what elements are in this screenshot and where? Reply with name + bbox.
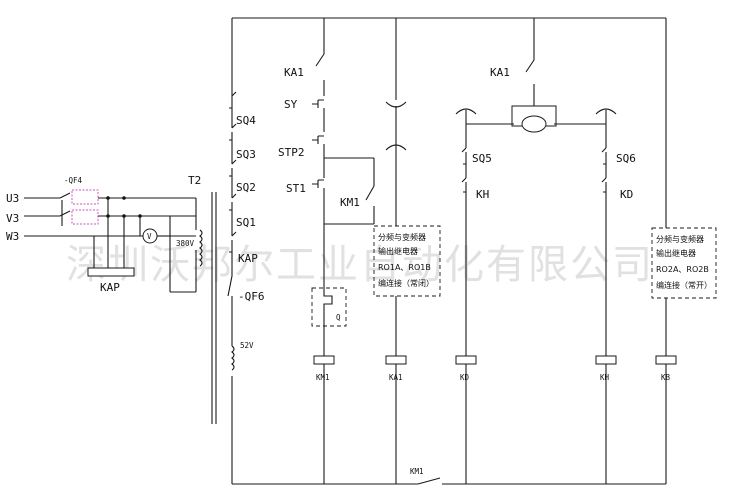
breaker-label: -QF4 — [64, 176, 83, 185]
transformer-t2: T2 52V — [188, 174, 254, 424]
branch-ka1: 分频与变频器 输出继电器 RO1A、RO1B 编连接（常闭） KA1 — [373, 18, 441, 484]
ka1-contact-left-label: KA1 — [284, 66, 304, 79]
kd-coil-label: KD — [460, 373, 470, 382]
sq6-label: SQ6 — [616, 152, 636, 165]
bottom-km1-label: KM1 — [410, 467, 424, 476]
phase-label-w3: W3 — [6, 230, 19, 243]
transformer-label: T2 — [188, 174, 201, 187]
supply-section: U3 V3 W3 -QF4 KAP V — [6, 176, 197, 294]
km1-coil-label: KM1 — [316, 373, 330, 382]
breaker-qf4 — [59, 189, 196, 226]
branch-km1: KA1 SY STP2 KM1 ST1 Q KM1 — [278, 18, 375, 484]
phase-label-v3: V3 — [6, 212, 19, 225]
watermark: 深圳沃邦尔工业自动化有限公司 — [66, 242, 654, 288]
kb-coil — [655, 355, 677, 365]
bottom-km1-contact: KM1 — [410, 467, 442, 488]
overload-label: Q — [336, 313, 341, 322]
qf6-label: -QF6 — [238, 290, 265, 303]
voltmeter-label: V — [147, 232, 152, 241]
km1-coil — [313, 355, 335, 365]
vfd-note-2-line1: 分频与变频器 — [656, 234, 704, 244]
st-button-label: ST1 — [286, 182, 306, 195]
branch-kb: 分频与变频器 输出继电器 RO2A、RO2B 编连接（常开） KB — [651, 18, 717, 484]
sq4-label: SQ4 — [236, 114, 256, 127]
vfd-note-1-line2: 输出继电器 — [378, 246, 418, 256]
ka1-contact-right-label: KA1 — [490, 66, 510, 79]
kap-relay-box — [87, 267, 135, 277]
vfd-note-2-line3: RO2A、RO2B — [656, 265, 709, 274]
kd-coil — [455, 355, 477, 365]
phase-label-u3: U3 — [6, 192, 19, 205]
kh-coil — [595, 355, 617, 365]
vfd-note-2-line4: 编连接（常开） — [656, 280, 712, 290]
safety-chain: SQ4 SQ3 SQ2 SQ1 KAP -QF6 — [227, 17, 666, 485]
vfd-note-1-line1: 分频与变频器 — [378, 232, 426, 242]
motor-icon — [521, 115, 547, 133]
output-voltage-label: 52V — [240, 341, 254, 350]
sq2-label: SQ2 — [236, 181, 256, 194]
kh-interlock-label: KH — [476, 188, 489, 201]
kd-interlock-label: KD — [620, 188, 633, 201]
sy-button-label: SY — [284, 98, 298, 111]
vfd-note-1-line4: 编连接（常闭） — [378, 278, 434, 288]
sq3-label: SQ3 — [236, 148, 256, 161]
sq5-label: SQ5 — [472, 152, 492, 165]
km1-hold-label: KM1 — [340, 196, 360, 209]
vfd-relay-note-1 — [373, 225, 441, 297]
branch-kd-kh: KA1 SQ5 KH KD SQ6 KD KH — [455, 18, 636, 484]
stp-button-label: STP2 — [278, 146, 305, 159]
kap-contact-label: KAP — [238, 252, 258, 265]
vfd-note-2-line2: 输出继电器 — [656, 248, 696, 258]
kap-relay-label: KAP — [100, 281, 120, 294]
overload-box — [311, 287, 347, 327]
vfd-relay-note-2 — [651, 227, 717, 299]
vfd-note-1-line3: RO1A、RO1B — [378, 263, 431, 272]
ka1-coil — [385, 355, 407, 365]
sq1-label: SQ1 — [236, 216, 256, 229]
input-voltage-label: 380V — [176, 239, 195, 248]
kh-coil-label: KH — [600, 373, 610, 382]
